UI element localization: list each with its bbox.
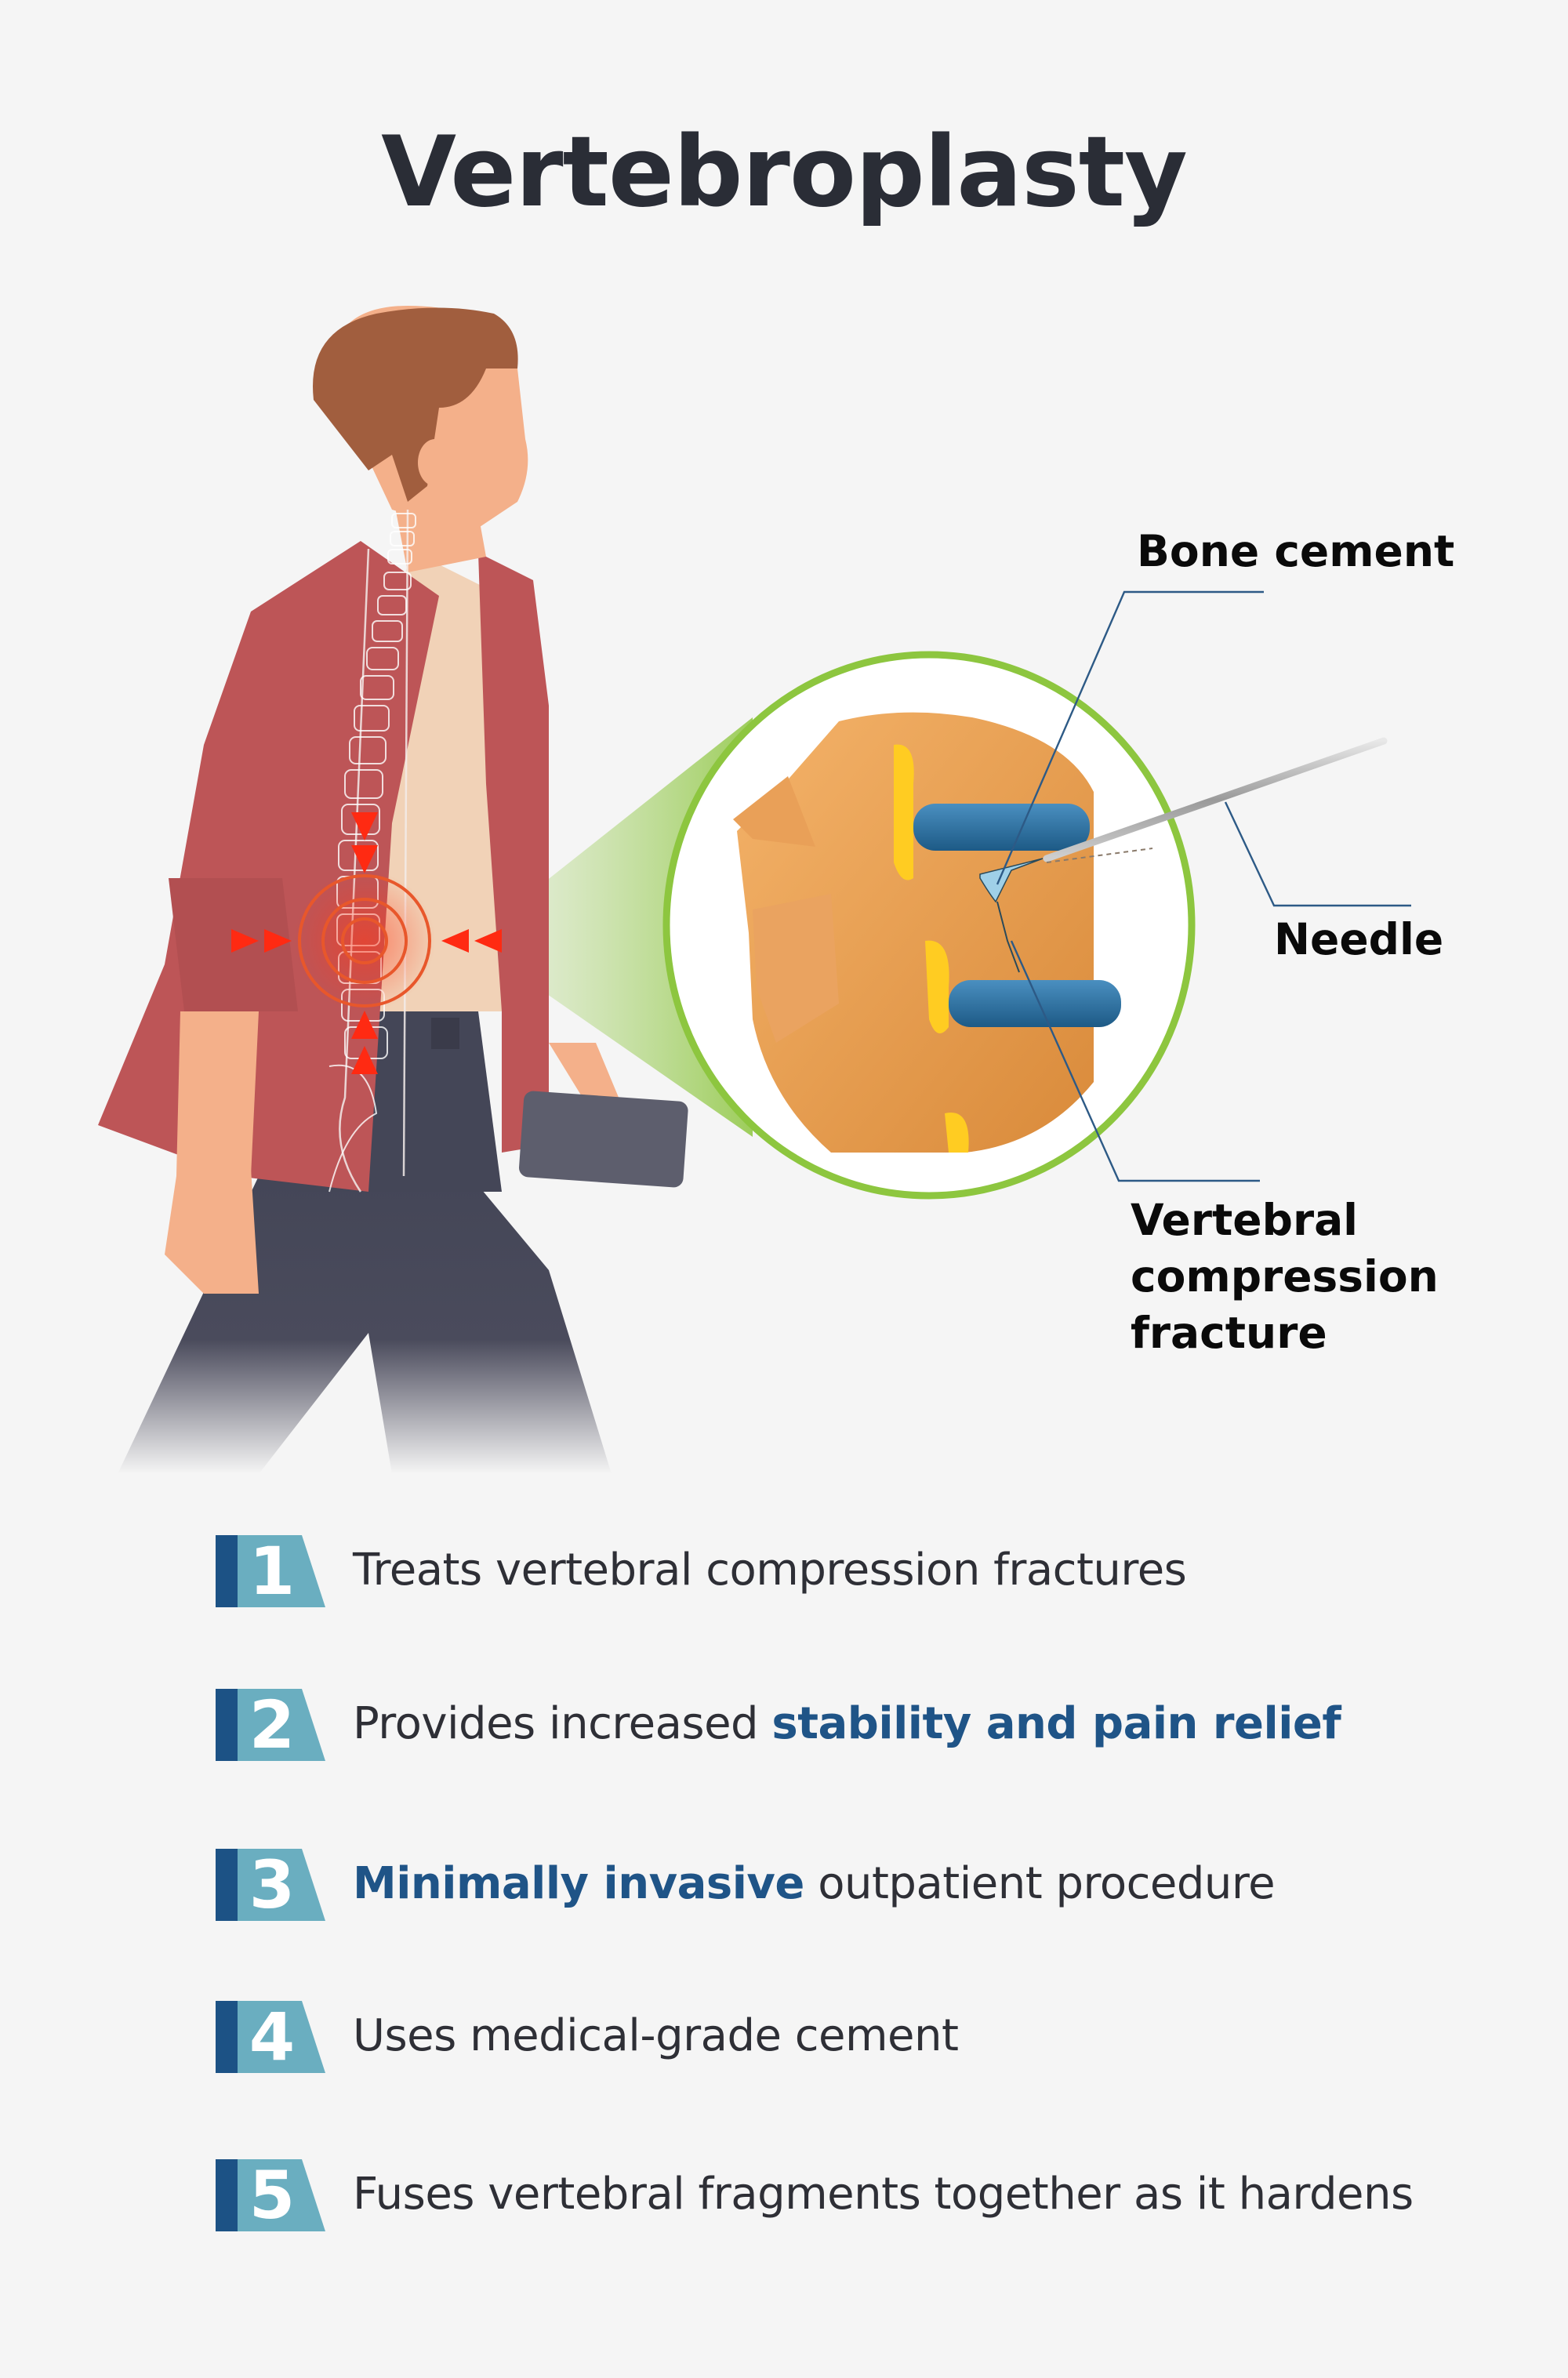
callout-lines: [996, 590, 1411, 1182]
list-item: 5 Fuses vertebral fragments together as …: [216, 2157, 1548, 2235]
item-text: Minimally invasive outpatient procedure: [353, 1858, 1276, 1909]
page-title: Vertebroplasty: [381, 116, 1188, 229]
number-badge: [216, 2159, 325, 2231]
list-item: 1 Treats vertebral compression fractures: [216, 1533, 1548, 1610]
item-text: Uses medical-grade cement: [353, 2010, 959, 2061]
label-bone-cement: Bone cement: [1137, 526, 1455, 576]
item-text: Fuses vertebral fragments together as it…: [353, 2169, 1414, 2220]
zoom-beam: [470, 717, 753, 1137]
number-badge: [216, 1689, 325, 1761]
badge-number: 1: [249, 1533, 296, 1610]
highlight-text: Minimally invasive: [353, 1858, 804, 1909]
zoom-circle: [662, 651, 1196, 1200]
needle-icon: [1043, 737, 1388, 863]
person-figure: [98, 306, 688, 1474]
number-badge: [216, 1849, 325, 1921]
badge-number: 5: [249, 2157, 296, 2234]
number-badge: [216, 1535, 325, 1607]
label-line: Vertebral: [1131, 1195, 1359, 1245]
label-needle: Needle: [1274, 914, 1444, 964]
vertebrae-detail: [733, 712, 1121, 1153]
badge-number: 2: [249, 1686, 296, 1763]
item-text: Provides increased stability and pain re…: [353, 1698, 1341, 1749]
number-badge: [216, 2001, 325, 2073]
label-vertebral-compression-fracture: Vertebral compression fracture: [1131, 1192, 1439, 1361]
pain-target-icon: [231, 812, 502, 1074]
label-line: compression: [1131, 1251, 1439, 1302]
highlight-text: stability and pain relief: [771, 1698, 1341, 1749]
label-line: fracture: [1131, 1308, 1327, 1358]
badge-number: 3: [249, 1846, 296, 1923]
list-item: 4 Uses medical-grade cement: [216, 1999, 1548, 2076]
list-item: 2 Provides increased stability and pain …: [216, 1686, 1548, 1764]
list-item: 3 Minimally invasive outpatient procedur…: [216, 1846, 1548, 1924]
badge-number: 4: [249, 1999, 296, 2075]
item-text: Treats vertebral compression fractures: [353, 1545, 1187, 1596]
